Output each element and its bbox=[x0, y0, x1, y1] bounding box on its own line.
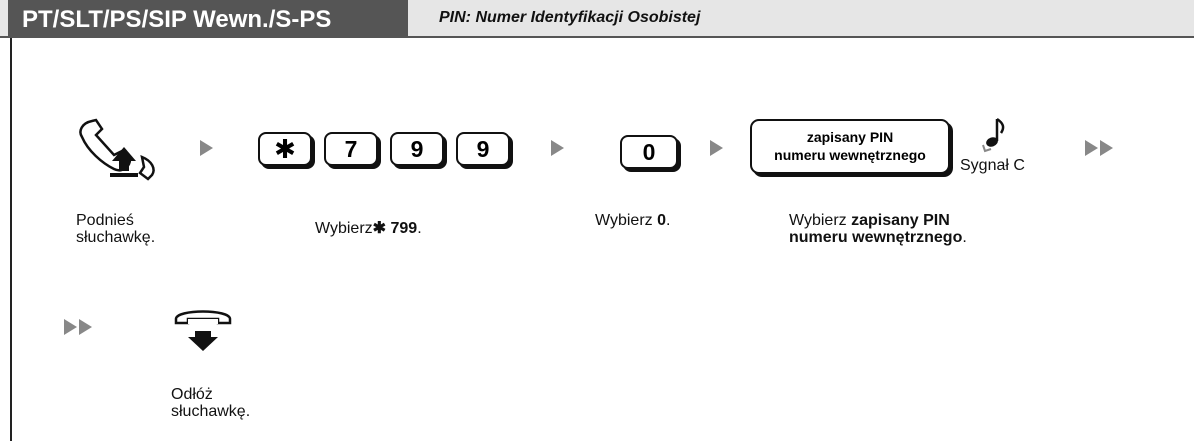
caption-lift-line1: Podnieś bbox=[76, 212, 134, 229]
continue-arrow-1a bbox=[1085, 140, 1098, 156]
caption-pin-bold1: zapisany PIN bbox=[851, 212, 950, 229]
continue-arrow-1b bbox=[1100, 140, 1113, 156]
caption-pin-prefix: Wybierz bbox=[789, 212, 852, 229]
caption-dial-symbol: ✱ bbox=[372, 220, 387, 237]
step-arrow-1 bbox=[200, 140, 213, 156]
caption-pin: Wybierz zapisany PIN numeru wewnętrznego… bbox=[789, 212, 967, 246]
on-hook-icon bbox=[174, 310, 232, 351]
signal-label: Sygnał C bbox=[960, 157, 1025, 174]
step-arrow-3 bbox=[710, 140, 723, 156]
music-note-icon bbox=[982, 117, 1005, 153]
caption-dial-prefix: Wybierz bbox=[315, 220, 373, 237]
off-hook-icon bbox=[79, 118, 155, 181]
key-0: 0 bbox=[620, 135, 678, 169]
pin-box-line2: numeru wewnętrznego bbox=[774, 147, 926, 163]
caption-hang-line2: słuchawkę. bbox=[171, 403, 251, 420]
caption-zero-suffix: . bbox=[666, 212, 671, 229]
key-9b: 9 bbox=[456, 132, 510, 166]
key-9a: 9 bbox=[390, 132, 444, 166]
caption-pin-suffix: . bbox=[962, 229, 967, 246]
key-7: 7 bbox=[324, 132, 378, 166]
caption-dial-suffix: . bbox=[417, 220, 422, 237]
caption-lift: Podnieś słuchawkę. bbox=[76, 212, 155, 246]
caption-dial-code: Wybierz✱ 799. bbox=[315, 220, 422, 237]
caption-pin-bold2: numeru wewnętrznego bbox=[789, 229, 963, 246]
continue-arrow-2a bbox=[64, 319, 77, 335]
header-subtitle: PIN: Numer Identyfikacji Osobistej bbox=[439, 9, 701, 26]
step-arrow-2 bbox=[551, 140, 564, 156]
left-border bbox=[10, 38, 12, 441]
caption-zero-code: 0 bbox=[657, 212, 666, 229]
continue-arrow-2b bbox=[79, 319, 92, 335]
pin-box-line1: zapisany PIN bbox=[806, 129, 894, 145]
key-star: ✱ bbox=[258, 132, 312, 166]
caption-lift-line2: słuchawkę. bbox=[76, 229, 156, 246]
caption-zero-prefix: Wybierz bbox=[595, 212, 658, 229]
pin-box: zapisany PIN numeru wewnętrznego bbox=[750, 119, 950, 174]
caption-hang-line1: Odłóż bbox=[171, 386, 213, 403]
caption-dial-code-value: 799 bbox=[386, 220, 418, 237]
caption-hang-up: Odłóż słuchawkę. bbox=[171, 386, 250, 420]
header-title: PT/SLT/PS/SIP Wewn./S-PS bbox=[8, 0, 408, 38]
caption-dial-zero: Wybierz 0. bbox=[595, 212, 670, 229]
